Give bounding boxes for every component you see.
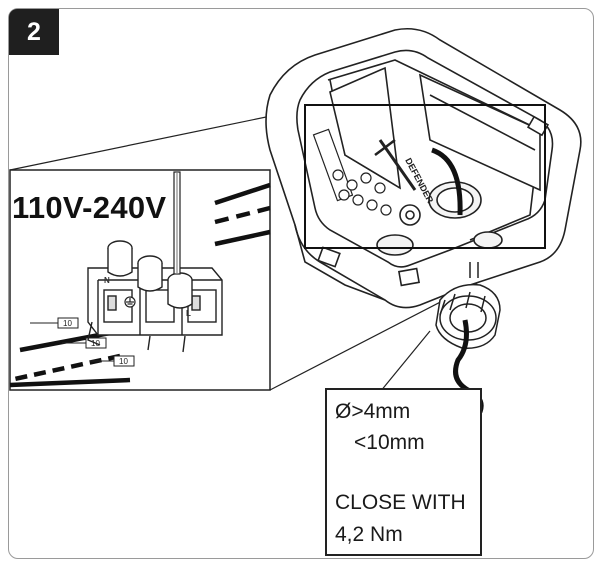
earth-ground-icon (124, 296, 136, 308)
screwdriver-icon (173, 171, 181, 275)
cable-gland (435, 262, 501, 349)
cable-spec-box: Ø>4mm <10mm CLOSE WITH 4,2 Nm (325, 388, 482, 556)
cable-diameter-min: Ø>4mm (335, 400, 411, 423)
torque-instruction: CLOSE WITH (335, 491, 466, 514)
zoom-highlight-rect (304, 104, 546, 249)
terminal-letter-n: N (104, 276, 110, 285)
terminal-letter-l: L (186, 309, 191, 318)
junction-box: DEFENDER (265, 27, 582, 309)
step-frame (8, 8, 594, 559)
step-number-badge: 2 (9, 9, 59, 55)
box-terminal-block (312, 128, 417, 216)
strip-label-3: 10 (119, 357, 128, 366)
strip-label-1: 10 (63, 319, 72, 328)
torque-value: 4,2 Nm (335, 523, 403, 546)
voltage-label: 110V-240V (12, 190, 167, 225)
cable-diameter-max: <10mm (354, 431, 425, 454)
box-cable (431, 147, 463, 216)
terminal-detail-panel: 10 10 10 (9, 169, 271, 391)
